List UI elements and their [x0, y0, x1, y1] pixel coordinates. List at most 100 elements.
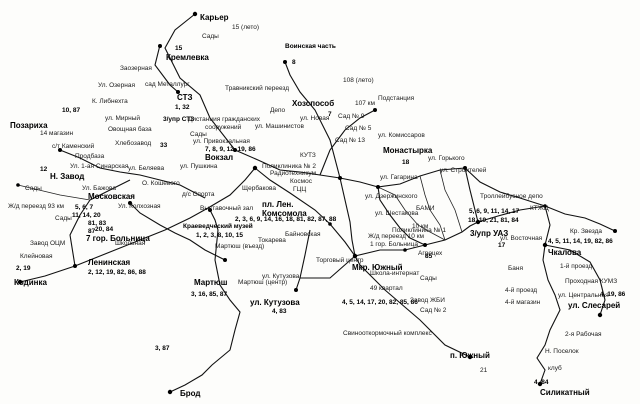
terminal-name: Ленинская	[88, 258, 131, 267]
place-label: ул. Комиссаров	[378, 132, 425, 139]
terminal-routes: 8	[292, 59, 296, 66]
place-label: ул. Горького	[428, 155, 465, 162]
terminal-routes: 4, 83	[272, 308, 287, 315]
terminal-name: Силикатный	[540, 388, 590, 397]
place-label: Ж/д переезд 10 км	[368, 233, 425, 240]
terminal-routes: 3, 87	[155, 345, 170, 352]
stop	[403, 248, 407, 252]
terminal-name: Мкр. Южный	[352, 263, 403, 272]
terminal-routes: 15	[175, 45, 183, 52]
place-label: 2-я Рабочая	[565, 330, 602, 338]
terminal-routes: 12	[40, 166, 48, 173]
place-label: Сады	[202, 33, 219, 40]
place-label: Школа-интернат	[370, 270, 419, 277]
terminal-routes: 4, 19, 86	[600, 291, 626, 298]
terminal-routes: 1, 2, 3, 8, 10, 15	[196, 232, 243, 239]
place-label: ул. Гагарина	[380, 174, 418, 181]
terminal-routes: 1, 32	[175, 104, 190, 111]
terminal-routes: 87	[88, 228, 96, 235]
place-label: Выставочный зал	[200, 204, 253, 212]
place-label: Ул. Озерная	[98, 82, 135, 89]
place-label: Свинооткормочный комплекс	[343, 329, 432, 337]
place-label: 14 магазин	[40, 130, 74, 137]
place-label: Токарева	[258, 237, 286, 244]
stop	[475, 219, 481, 225]
stop	[16, 183, 20, 187]
terminal-name: Карьер	[200, 13, 229, 22]
terminal-name: 3/упр СТЗ	[163, 116, 194, 123]
terminal-routes: 5, 6, 9, 11, 14, 17	[469, 208, 520, 215]
stops	[16, 11, 617, 395]
place-label: ул. Пушкина	[180, 163, 218, 170]
place-label: клуб	[548, 364, 562, 372]
stop	[223, 258, 227, 262]
place-label: Ж/д переезд 93 км	[8, 203, 65, 210]
place-label: ГЦЦ	[293, 186, 306, 193]
place-label: Баня	[508, 265, 523, 272]
stop	[192, 11, 198, 17]
terminal-routes: 2, 3, 6, 9, 14, 16, 18, 81, 82, 87, 88	[235, 216, 337, 223]
terminal-name: СТЗ	[177, 93, 192, 102]
place-label: ул. Мирный	[105, 114, 140, 122]
place-label: КУТЗ	[300, 152, 316, 159]
stop	[542, 242, 548, 248]
terminal-routes: 5, 6, 7	[75, 204, 93, 211]
terminal-name: 7 гор. Больница	[86, 234, 150, 243]
terminal-routes: 4, 5, 14, 17, 20, 82, 85, 86	[342, 299, 418, 306]
place-label: Сад № 5	[345, 125, 372, 132]
place-label: Травникский переезд	[225, 84, 289, 92]
terminal-name: Воинская часть	[285, 43, 336, 50]
terminal-name: Краеведческий музей	[183, 222, 253, 230]
terminal-name: Кодинка	[14, 278, 47, 287]
place-label: Мартюш (центр)	[238, 279, 287, 286]
place-label: ул. Новая	[300, 115, 330, 122]
place-label: Депо	[270, 107, 286, 114]
terminal-name: 3/упр УАЗ	[470, 229, 508, 238]
place-label: Клейновая	[20, 252, 53, 260]
place-label: Овощная база	[108, 125, 152, 133]
place-label: ул. Машинистов	[255, 123, 304, 130]
stop	[17, 279, 23, 285]
stop	[352, 253, 358, 259]
place-label: Щербакова	[242, 184, 276, 192]
place-label: Ул. Колхозная	[118, 203, 161, 210]
place-label: О. Кошевого	[142, 180, 180, 187]
terminal-routes: 85	[425, 253, 433, 260]
place-label: Ул. Бажова	[82, 185, 116, 192]
place-label: Поликлиника № 2	[262, 163, 316, 170]
place-label: Сады	[190, 131, 207, 138]
stop	[128, 201, 132, 205]
stop	[328, 222, 332, 226]
place-label: Сады	[55, 215, 72, 222]
place-label: Завод ЖБИ	[410, 297, 445, 304]
place-label: Завод ОЦМ	[30, 240, 65, 247]
place-label: Мартюш (въезд)	[215, 243, 264, 250]
place-label: Продбаза	[75, 152, 105, 160]
stop	[73, 264, 77, 268]
stop	[176, 90, 180, 94]
route-lines	[17, 13, 616, 393]
place-label: Сады	[420, 275, 437, 282]
place-label: д/с Спорта	[182, 191, 215, 198]
place-label: 108 (лето)	[343, 77, 374, 84]
stop	[613, 229, 617, 233]
place-label: Торговый центр	[316, 256, 364, 264]
place-label: 1 гор. Больница	[370, 241, 418, 248]
stop	[537, 381, 543, 387]
terminal-name: Мартюш	[194, 278, 228, 287]
terminal-routes: 15 (лето)	[232, 24, 259, 31]
terminal-name: ул. Слесарей	[568, 301, 620, 310]
stop	[294, 288, 298, 292]
stop	[543, 204, 547, 208]
place-label: К. Либнехта	[92, 97, 128, 105]
terminal-name: Чкалова	[548, 248, 582, 257]
terminal-name: Хозспособ	[292, 99, 334, 108]
place-label: 10 км	[412, 223, 429, 230]
terminal-name: Н. Завод	[50, 172, 84, 181]
street-labels: Сады Заозерная сад Металлург Ул. Озерная…	[8, 33, 617, 372]
place-label: Ул. 1-ая Синарская	[70, 163, 129, 170]
place-label: Сады	[25, 185, 42, 192]
stop	[252, 165, 258, 171]
terminal-name: Монастырка	[383, 146, 433, 155]
